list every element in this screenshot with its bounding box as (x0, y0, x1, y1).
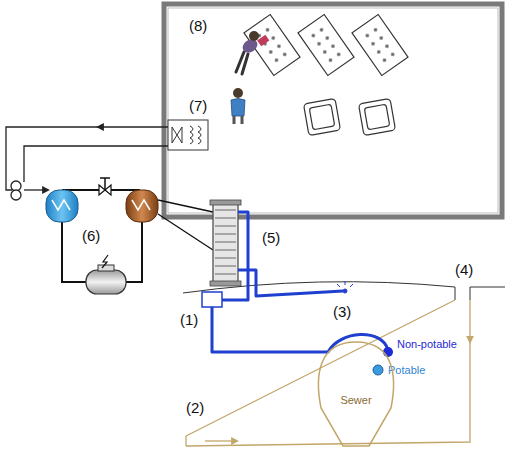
plate (215, 218, 236, 219)
callout-number: (1) (180, 312, 198, 329)
air-ducts (6, 127, 168, 200)
callout-number: (2) (186, 400, 204, 417)
sewer-outline (313, 338, 399, 448)
callout-number: (6) (82, 228, 100, 245)
desks (244, 15, 408, 76)
connection-box (202, 292, 222, 307)
standing-person (231, 88, 245, 124)
ground (183, 282, 505, 300)
plate (215, 250, 236, 251)
plate (215, 242, 236, 243)
plate (215, 210, 236, 211)
pipe-label: Non-potable (397, 338, 457, 350)
refrigerant-lines (158, 200, 213, 250)
callout-number: (5) (262, 230, 280, 247)
potable-pipe (373, 365, 383, 375)
non-potable-pipe (383, 347, 393, 357)
callout-number: (7) (189, 98, 207, 115)
seated-person (236, 31, 269, 74)
sewer-channel (186, 300, 470, 446)
water-pipes (212, 212, 388, 352)
plate (215, 274, 236, 275)
plate (215, 266, 236, 267)
heat-pump (46, 178, 158, 294)
plate (215, 226, 236, 227)
plate-heat-exchanger (210, 200, 241, 286)
plate (215, 234, 236, 235)
spray-outlet (337, 281, 353, 293)
armchairs (303, 98, 395, 135)
shape-label: Sewer (313, 394, 399, 406)
plate (215, 258, 236, 259)
callout-number: (8) (189, 18, 207, 35)
air-handler (168, 120, 208, 150)
callout-number: (4) (455, 262, 473, 279)
sewer-section: Sewer (313, 338, 399, 448)
building (164, 4, 502, 217)
callout-number: (3) (333, 304, 351, 321)
